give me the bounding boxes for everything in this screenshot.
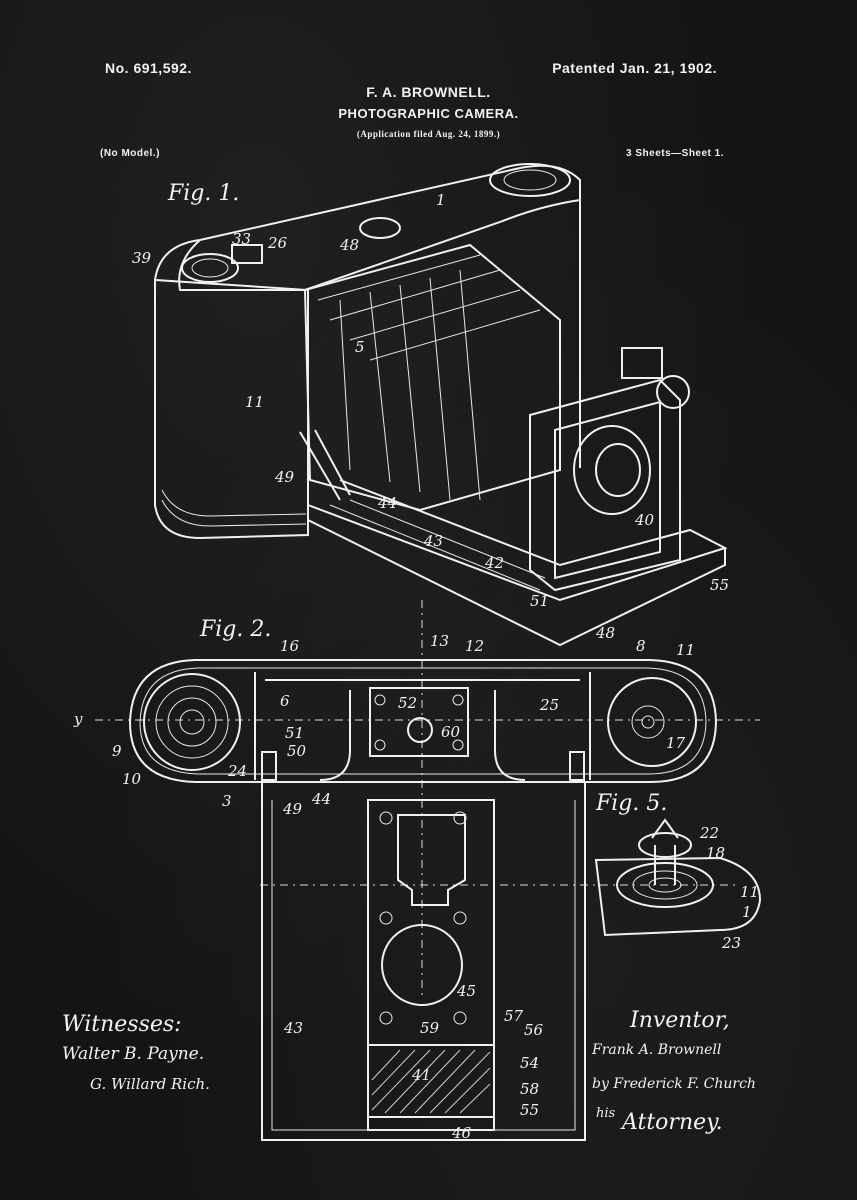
reference-numeral: 8 (636, 637, 646, 655)
figure-2-section: Fig. 2. (73, 600, 760, 1142)
reference-numeral: 40 (634, 511, 655, 529)
reference-numeral: 44 (377, 494, 397, 512)
inventor-label: Inventor, (630, 1008, 730, 1033)
reference-numeral: 51 (285, 724, 304, 742)
reference-numeral: 33 (232, 230, 251, 248)
patent-number: No. 691,592. (105, 60, 192, 76)
reference-numeral: 26 (267, 234, 288, 252)
reference-numeral: y (73, 710, 83, 728)
reference-numeral: 45 (456, 982, 476, 1000)
reference-numeral: 50 (287, 742, 307, 760)
reference-numeral: 59 (420, 1019, 440, 1037)
fig1-reference-numerals: 1 33 26 39 48 5 11 49 44 43 42 40 51 55 (132, 191, 729, 610)
reference-numeral: 49 (282, 800, 303, 818)
application-filed: (Application filed Aug. 24, 1899.) (356, 129, 501, 139)
reference-numeral: 55 (710, 576, 729, 594)
reference-numeral: 3 (222, 792, 232, 810)
reference-numeral: 43 (423, 532, 443, 550)
reference-numeral: 10 (122, 770, 142, 788)
reference-numeral: 12 (465, 637, 484, 655)
reference-numeral: 24 (227, 762, 247, 780)
inventor-signature: Frank A. Brownell (592, 1042, 722, 1058)
reference-numeral: 18 (706, 844, 725, 862)
reference-numeral: 6 (280, 692, 290, 710)
fig1-label: Fig. 1. (167, 181, 239, 206)
reference-numeral: 22 (699, 824, 719, 842)
fig2-label: Fig. 2. (199, 617, 271, 642)
reference-numeral: 48 (339, 236, 359, 254)
reference-numeral: 55 (520, 1101, 539, 1119)
reference-numeral: 11 (676, 641, 695, 659)
fig5-label: Fig. 5. (595, 791, 667, 816)
fig5-reference-numerals: 22 18 11 1 23 (699, 824, 759, 952)
reference-numeral: 48 (595, 624, 615, 642)
fig2-reference-numerals: 16 13 12 48 8 11 6 52 60 25 51 50 y 9 10… (73, 624, 695, 818)
reference-numeral: 60 (441, 723, 461, 741)
reference-numeral: 39 (132, 249, 152, 267)
reference-numeral: 5 (355, 338, 365, 356)
fig2-lower-reference-numerals: 45 43 59 57 56 54 41 58 55 46 (283, 982, 544, 1142)
reference-numeral: 46 (451, 1124, 472, 1142)
reference-numeral: 58 (520, 1080, 539, 1098)
reference-numeral: 43 (283, 1019, 303, 1037)
reference-numeral: 41 (411, 1066, 431, 1084)
reference-numeral: 54 (520, 1054, 539, 1072)
reference-numeral: 17 (666, 734, 686, 752)
reference-numeral: 16 (280, 637, 300, 655)
reference-numeral: 57 (504, 1007, 524, 1025)
attorney-label: Attorney. (622, 1110, 723, 1135)
reference-numeral: 49 (274, 468, 295, 486)
witness-1-signature: Walter B. Payne. (62, 1044, 205, 1064)
his-label: his (596, 1106, 616, 1121)
reference-numeral: 13 (430, 632, 449, 650)
reference-numeral: 23 (721, 934, 741, 952)
figure-5-detail: Fig. 5. 22 18 11 1 23 (594, 791, 762, 952)
model-note: (No Model.) (100, 148, 160, 159)
reference-numeral: 1 (742, 903, 752, 921)
reference-numeral: 42 (484, 554, 504, 572)
reference-numeral: 51 (530, 592, 549, 610)
reference-numeral: 52 (398, 694, 417, 712)
sheet-count: 3 Sheets—Sheet 1. (626, 148, 724, 159)
figure-1-camera: Fig. 1. (132, 163, 729, 647)
reference-numeral: 11 (245, 393, 264, 411)
patent-date: Patented Jan. 21, 1902. (552, 60, 717, 76)
reference-numeral: 44 (311, 790, 331, 808)
witness-2-signature: G. Willard Rich. (90, 1075, 210, 1093)
patent-title: PHOTOGRAPHIC CAMERA. (338, 106, 519, 121)
reference-numeral: 9 (112, 742, 122, 760)
reference-numeral: 25 (539, 696, 559, 714)
attorney-signature: by Frederick F. Church (592, 1076, 756, 1092)
reference-numeral: 56 (524, 1021, 544, 1039)
reference-numeral: 11 (740, 883, 759, 901)
reference-numeral: 1 (436, 191, 446, 209)
witnesses-label: Witnesses: (62, 1012, 182, 1037)
inventor-name: F. A. BROWNELL. (366, 84, 491, 100)
